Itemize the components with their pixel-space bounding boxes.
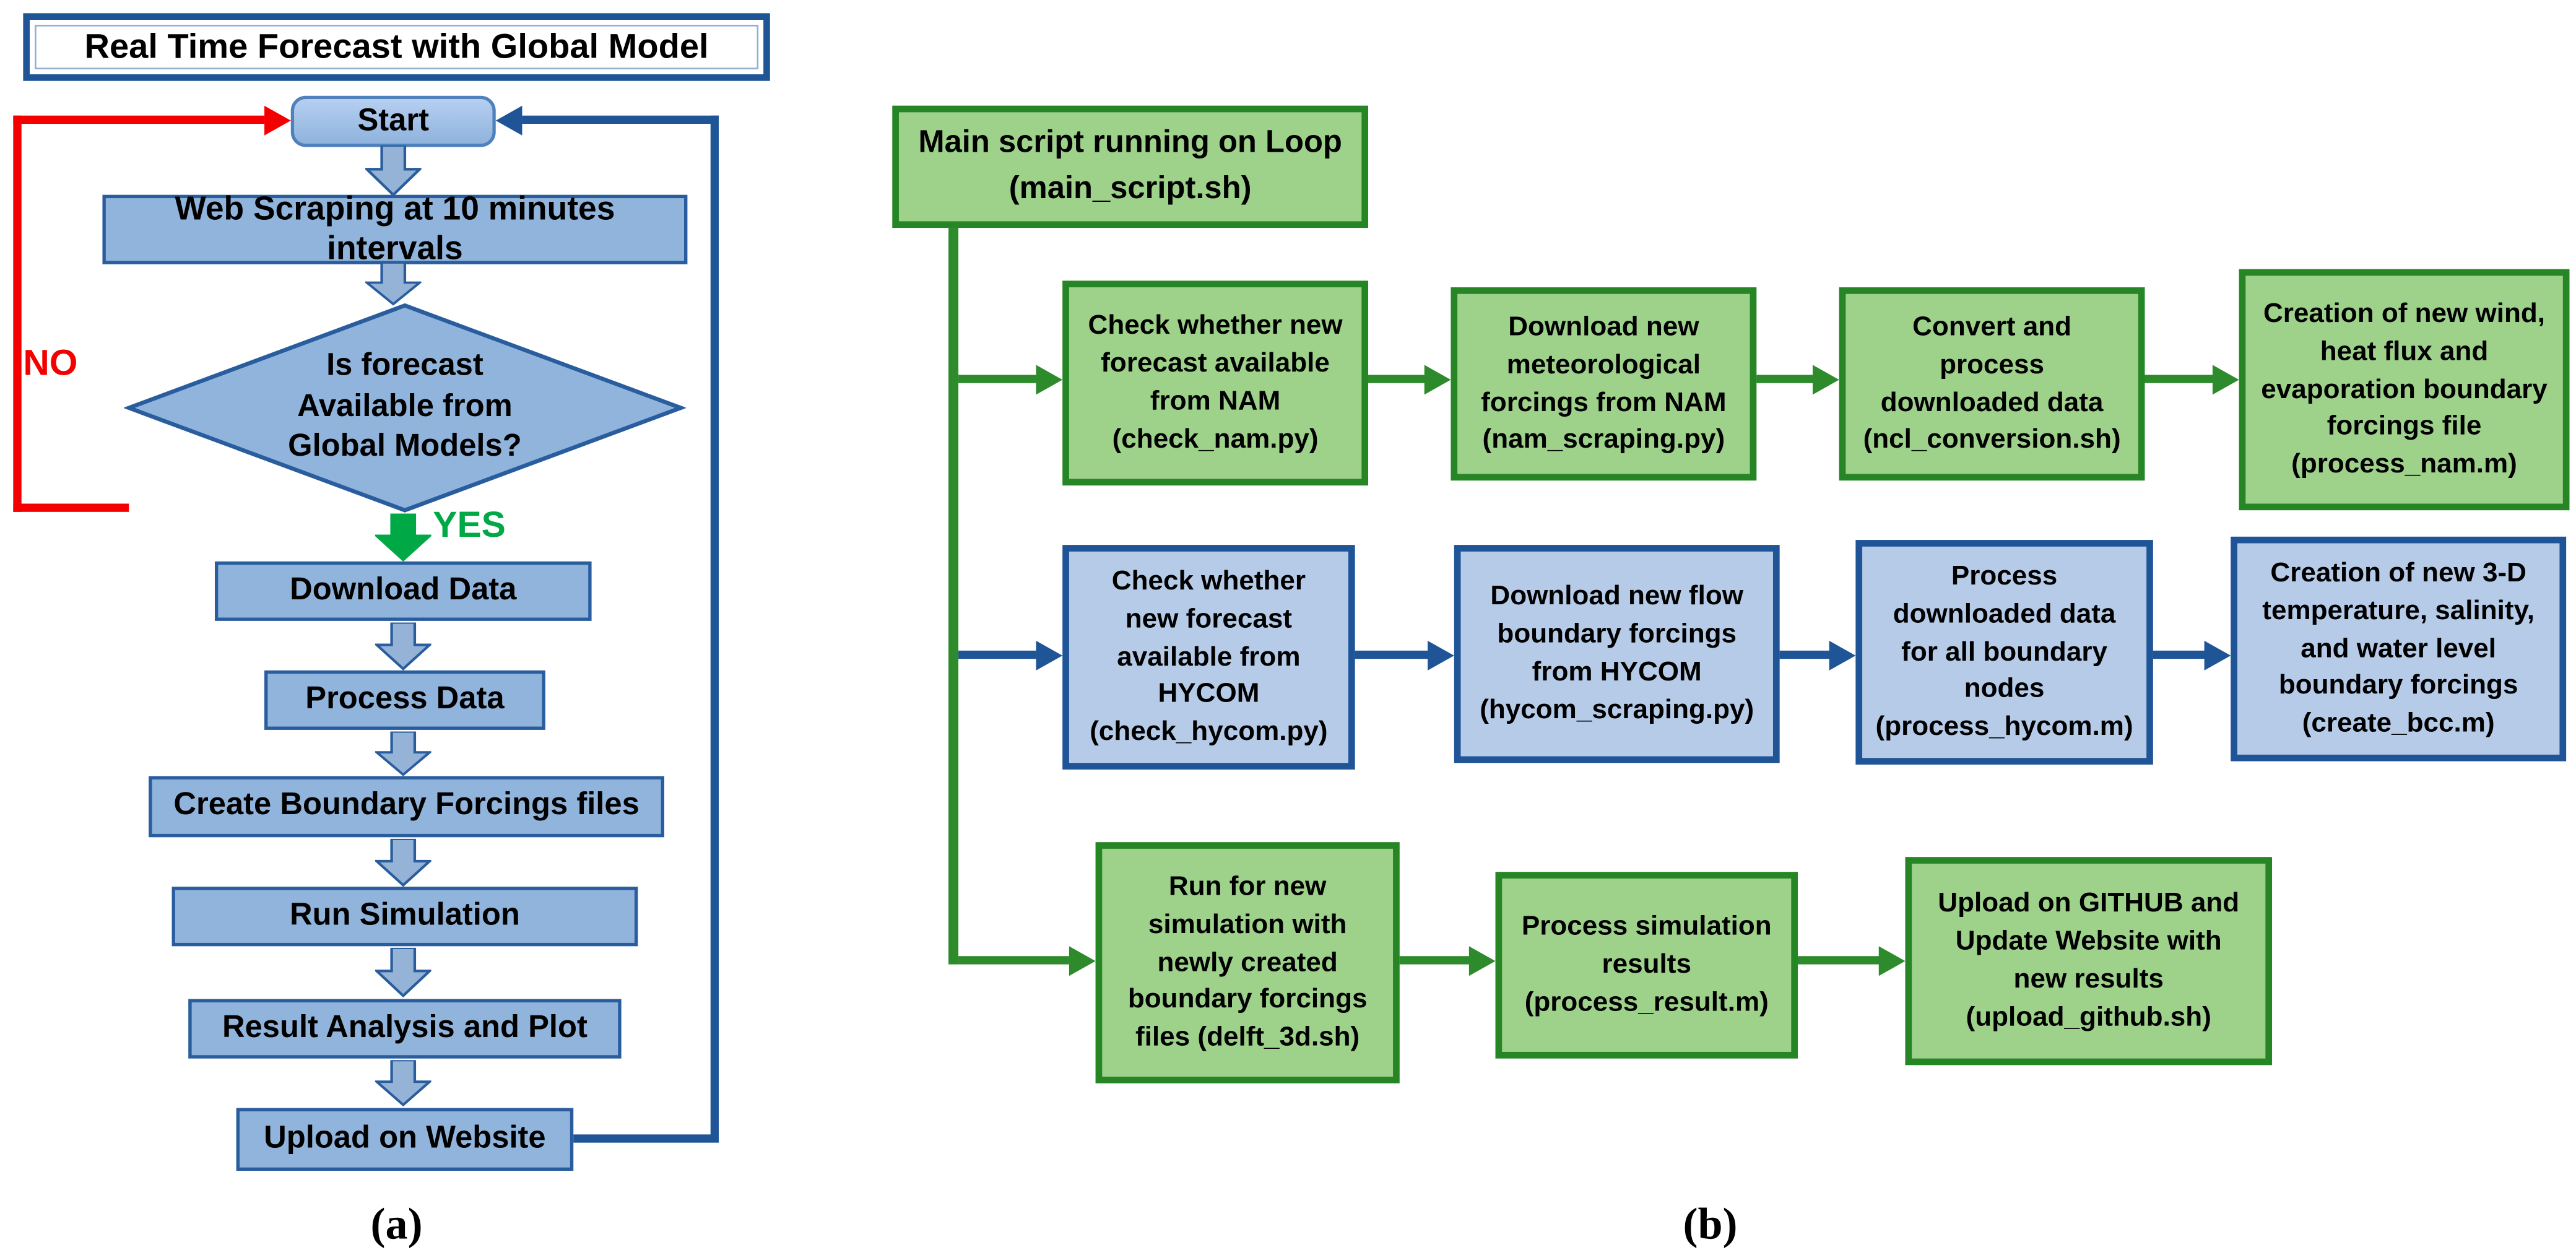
flow-arrow-down-icon: [375, 1060, 432, 1106]
panel-a-title: Real Time Forecast with Global Model: [35, 25, 759, 70]
process-results-node: Process simulation results (process_resu…: [1495, 872, 1798, 1059]
branch-row1-arrowhead-icon: [1036, 364, 1063, 394]
row2-connector-arrowhead-icon: [1829, 640, 1856, 670]
branch-row1-line: [958, 375, 1036, 383]
panel-a-caption: (a): [370, 1199, 423, 1249]
hycom-process-node: Process downloaded data for all boundary…: [1855, 540, 2153, 765]
row2-connector-line: [1355, 650, 1431, 659]
row2-connector-line: [2153, 650, 2208, 659]
branch-row3-line: [958, 956, 1069, 965]
nam-download-node: Download new meteorological forcings fro…: [1451, 287, 1757, 481]
nam-create-forcings-node: Creation of new wind, heat flux and evap…: [2239, 269, 2570, 511]
no-loop-top-line: [13, 115, 265, 124]
start-node: Start: [290, 95, 496, 147]
return-loop-top-line: [522, 115, 719, 124]
row1-connector-line: [1368, 375, 1428, 383]
row3-connector-arrowhead-icon: [1878, 945, 1906, 975]
branch-row2-arrowhead-icon: [1036, 640, 1063, 670]
decision-label: Is forecast Available from Global Models…: [288, 348, 522, 465]
hycom-create-bcc-node: Creation of new 3-D temperature, salinit…: [2231, 536, 2567, 762]
no-label: NO: [23, 342, 78, 383]
row3-connector-line: [1399, 956, 1473, 965]
flow-arrow-down-icon: [375, 947, 432, 997]
hycom-download-node: Download new flow boundary forcings from…: [1454, 545, 1780, 763]
no-loop-bottom-line: [13, 503, 129, 512]
panel-a-title-box: Real Time Forecast with Global Model: [23, 13, 770, 81]
row2-connector-line: [1779, 650, 1833, 659]
flow-arrow-down-icon: [375, 838, 432, 887]
step-run-simulation: Run Simulation: [171, 887, 638, 947]
return-loop-bottom-line: [573, 1134, 719, 1143]
return-loop-vertical-line: [710, 115, 719, 1141]
no-loop-arrowhead-icon: [264, 105, 291, 135]
trunk-line: [948, 228, 959, 965]
upload-github-node: Upload on GITHUB and Update Website with…: [1905, 857, 2273, 1066]
row1-connector-line: [2144, 375, 2216, 383]
branch-row3-arrowhead-icon: [1069, 945, 1096, 975]
flow-arrow-down-icon: [375, 622, 432, 671]
decision-diamond: [124, 303, 686, 513]
nam-convert-node: Convert and process downloaded data (ncl…: [1839, 287, 2145, 481]
step-upload-website: Upload on Website: [236, 1108, 574, 1171]
run-simulation-node: Run for new simulation with newly create…: [1095, 842, 1400, 1083]
yes-arrow-icon: [375, 513, 432, 562]
row1-connector-arrowhead-icon: [1424, 364, 1451, 394]
row1-connector-line: [1756, 375, 1816, 383]
row2-connector-arrowhead-icon: [2204, 640, 2231, 670]
step-create-boundary-forcings: Create Boundary Forcings files: [149, 776, 664, 838]
nam-check-node: Check whether new forecast available fro…: [1062, 280, 1369, 486]
row2-connector-arrowhead-icon: [1428, 640, 1454, 670]
main-script-node: Main script running on Loop (main_script…: [892, 105, 1369, 228]
panel-b-caption: (b): [1683, 1199, 1738, 1249]
step-download-data: Download Data: [214, 561, 592, 621]
flow-arrow-down-icon: [365, 145, 422, 197]
web-scraping-node: Web Scraping at 10 minutes intervals: [102, 191, 688, 267]
step-result-analysis: Result Analysis and Plot: [188, 999, 622, 1059]
step-process-data: Process Data: [264, 670, 545, 730]
return-loop-arrowhead-icon: [495, 105, 523, 135]
no-loop-vertical-line: [13, 115, 22, 512]
flow-arrow-down-icon: [375, 731, 432, 776]
hycom-check-node: Check whether new forecast available fro…: [1062, 545, 1355, 770]
row3-connector-arrowhead-icon: [1468, 945, 1496, 975]
flow-arrow-down-icon: [365, 263, 422, 306]
row1-connector-arrowhead-icon: [1813, 364, 1839, 394]
row1-connector-arrowhead-icon: [2212, 364, 2239, 394]
row3-connector-line: [1797, 956, 1883, 965]
branch-row2-line: [958, 650, 1036, 659]
yes-label: YES: [433, 503, 506, 545]
